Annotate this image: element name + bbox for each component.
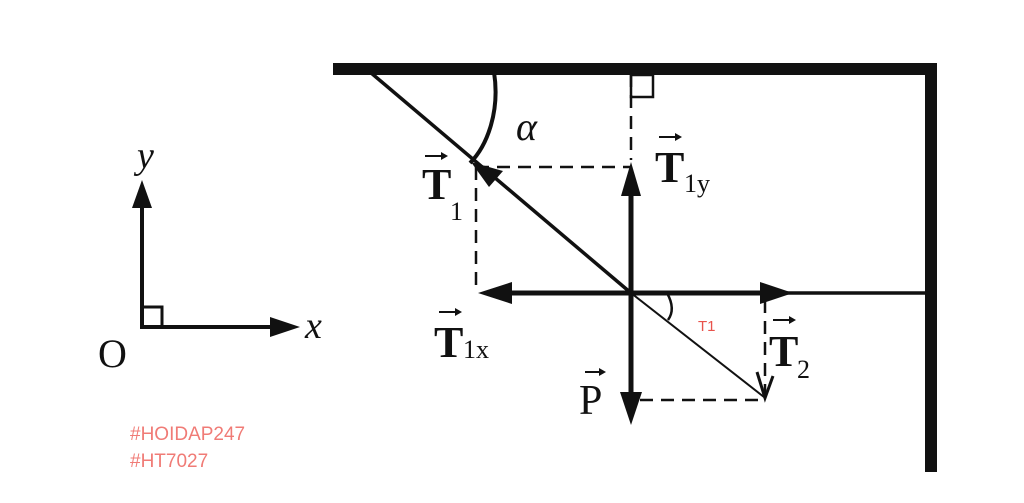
resultant-arrowhead (755, 371, 775, 403)
y-axis-label: y (133, 135, 154, 177)
label-t1-subscript: 1 (450, 197, 463, 226)
label-t2: T 2 (769, 316, 810, 384)
label-t2-overarrow-head (789, 316, 796, 324)
string-1 (368, 70, 633, 295)
angle-alpha-arc (468, 71, 498, 165)
hashtags: #HOIDAP247 #HT7027 (130, 424, 245, 472)
label-t1y-overarrow-head (675, 133, 682, 141)
knot-angle-arc (665, 292, 673, 321)
strings (368, 70, 929, 295)
vector-t1-arrowhead (471, 162, 503, 187)
construction-lines (474, 74, 767, 402)
label-t1y-symbol: T (655, 143, 684, 192)
label-p: P (579, 368, 606, 424)
hashtag-1: #HOIDAP247 (130, 424, 245, 445)
x-axis-arrow (270, 317, 300, 337)
y-axis-arrow (132, 180, 152, 208)
label-t1x-subscript: 1x (463, 335, 489, 364)
x-axis-label: x (304, 305, 322, 347)
hashtag-2: #HT7027 (130, 451, 208, 472)
label-t1-symbol: T (422, 160, 451, 209)
ceiling-right-angle-mark (629, 73, 655, 99)
vector-t1x-arrowhead (478, 282, 512, 304)
label-t2-subscript: 2 (797, 355, 810, 384)
label-t2-symbol: T (769, 327, 798, 376)
vector-t2-arrowhead (760, 282, 793, 304)
vector-p-arrowhead (620, 392, 642, 425)
origin-label: O (98, 331, 127, 376)
label-t1: T 1 (422, 152, 463, 226)
label-t1y-subscript: 1y (684, 169, 710, 198)
vector-t1y-arrowhead (621, 162, 641, 196)
force-vectors (471, 162, 793, 425)
label-t1y: T 1y (655, 133, 710, 198)
label-t1x-overarrow-head (455, 308, 462, 316)
angle-alpha-label: α (516, 104, 538, 149)
label-t1x-symbol: T (434, 318, 463, 367)
label-p-overarrow-head (599, 368, 606, 376)
vector-labels: T 1 T 1y T 1x T 2 P T1 (422, 133, 810, 424)
label-p-symbol: P (579, 378, 602, 424)
coordinate-axes: O x y (98, 135, 322, 376)
resultant-vector (630, 292, 765, 398)
label-t1-overarrow-head (441, 152, 448, 160)
label-t1x: T 1x (434, 308, 489, 367)
resultant-annotation: T1 (698, 318, 716, 335)
origin-right-angle-mark (140, 305, 164, 329)
